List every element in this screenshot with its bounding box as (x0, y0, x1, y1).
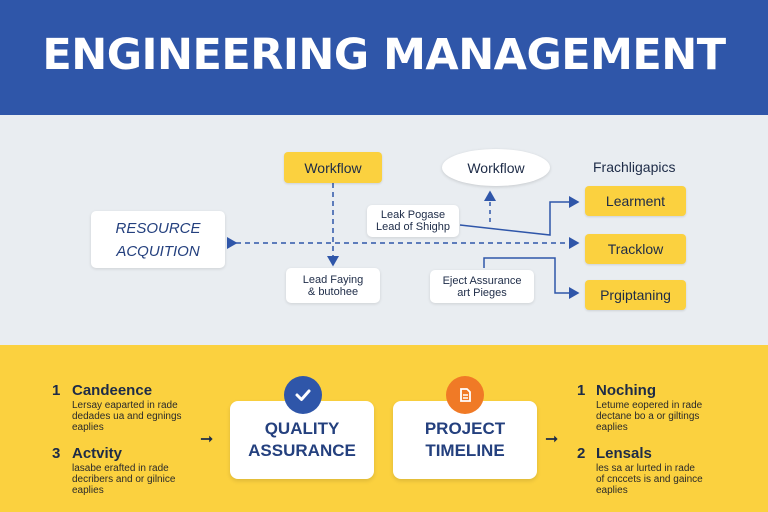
workflow-box: Workflow (284, 152, 382, 183)
prgiptaning-connector (483, 257, 580, 299)
project-timeline-box: PROJECT TIMELINE (393, 401, 537, 479)
bottom-panel (0, 345, 768, 512)
item-desc-line-3: eaplies (596, 422, 628, 433)
resource-line-1: RESOURCE (115, 219, 201, 237)
item-number: 1 (52, 382, 61, 399)
item-desc-line-2: dedades ua and egnings (72, 411, 182, 422)
document-icon (446, 376, 484, 414)
arrow-right-icon: ➞ (545, 431, 559, 448)
item-title: Noching (596, 382, 656, 399)
workflow-oval: Workflow (442, 149, 550, 186)
item-number: 1 (577, 382, 586, 399)
right-heading: Frachligapics (593, 159, 676, 175)
item-desc-line-3: eaplies (72, 485, 104, 496)
note-box-right: Eject Assurance art Pieges (430, 270, 534, 303)
item-title: Lensals (596, 445, 652, 462)
item-desc-line-2: decribers and or gilnice (72, 474, 176, 485)
arrow-right-icon: ➞ (200, 431, 214, 448)
item-desc-line-1: Lersay eaparted in rade (72, 400, 178, 411)
page-title: ENGINEERING MANAGEMENT (42, 30, 726, 80)
resource-line-2: ACQUITION (116, 242, 200, 260)
timeline-line-1: PROJECT (424, 419, 506, 438)
item-desc-line-2: of cnccets is and gaince (596, 474, 703, 485)
note-left-line-1: Lead Faying (302, 273, 364, 286)
item-number: 2 (577, 445, 586, 462)
quality-line-2: ASSURANCE (248, 441, 356, 460)
item-desc-line-3: eaplies (72, 422, 104, 433)
header-banner: ENGINEERING MANAGEMENT (0, 0, 768, 115)
checkmark-icon (284, 376, 322, 414)
note-top-line-1: Leak Pogase (380, 209, 446, 221)
quality-assurance-box: QUALITY ASSURANCE (230, 401, 374, 479)
timeline-line-2: TIMELINE (425, 441, 505, 460)
learment-connector (459, 196, 580, 236)
note-left-line-2: & butohee (307, 285, 359, 298)
note-right-line-1: Eject Assurance (442, 274, 522, 287)
learment-box: Learment (585, 186, 686, 216)
item-desc-line-1: les sa ar lurted in rade (596, 463, 695, 474)
note-box-left: Lead Faying & butohee (286, 268, 380, 303)
resource-acquisition-box: RESOURCE ACQUITION (91, 211, 225, 268)
item-desc-line-3: eaplies (596, 485, 628, 496)
item-desc-line-1: lasabe erafted in rade (72, 463, 169, 474)
item-number: 3 (52, 445, 61, 462)
prgiptaning-box: Prgiptaning (585, 280, 686, 310)
item-title: Actvity (72, 445, 123, 462)
item-desc-line-1: Letume eopered in rade (596, 400, 703, 411)
item-title: Candeence (72, 382, 153, 399)
note-right-line-2: art Pieges (457, 286, 507, 299)
item-desc-line-2: dectane bo a or giltings (596, 411, 700, 422)
note-top-line-2: Lead of Shighp (375, 221, 450, 233)
note-box-top: Leak Pogase Lead of Shighp (367, 205, 459, 237)
tracklow-box: Tracklow (585, 234, 686, 264)
quality-line-1: QUALITY (264, 419, 340, 438)
